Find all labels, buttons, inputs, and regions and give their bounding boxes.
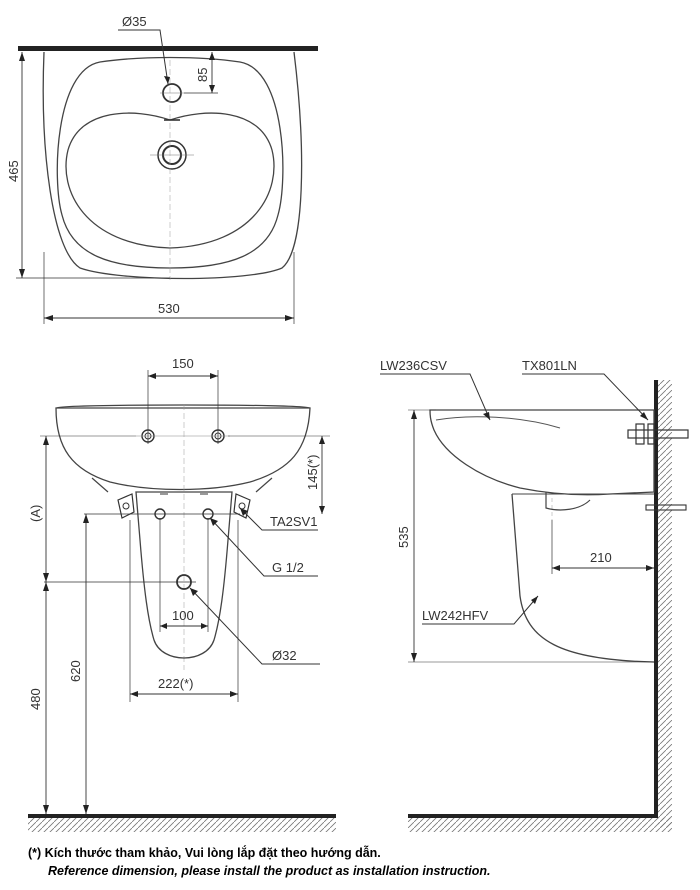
label-fitting-model: TX801LN xyxy=(522,358,577,373)
top-basin-bowl xyxy=(65,112,275,249)
footnote-vietnamese: (*) Kích thước tham khảo, Vui lòng lắp đ… xyxy=(28,846,381,860)
label-side-offset: 210 xyxy=(590,550,612,565)
top-basin-outer xyxy=(42,51,303,280)
footnote-english: Reference dimension, please install the … xyxy=(48,864,491,878)
label-depth: 465 xyxy=(6,160,21,182)
label-drain-height: 620 xyxy=(68,660,83,682)
label-hole-diameter: Ø35 xyxy=(122,14,147,29)
label-side-height: 535 xyxy=(396,526,411,548)
label-bracket: TA2SV1 xyxy=(270,514,317,529)
label-height-above-drain: 145(*) xyxy=(305,455,320,490)
side-view: 535 210 LW236CSV TX801LN LW242HFV xyxy=(380,358,689,832)
side-floor xyxy=(408,814,658,818)
front-pedestal xyxy=(135,491,233,659)
label-thread: G 1/2 xyxy=(272,560,304,575)
label-pedestal-model: LW242HFV xyxy=(422,608,489,623)
label-pedestal-width: 222(*) xyxy=(158,676,193,691)
top-wall xyxy=(18,46,318,51)
label-width: 530 xyxy=(158,301,180,316)
side-basin xyxy=(429,409,655,496)
label-drain-diameter: Ø32 xyxy=(272,648,297,663)
top-view: Ø35 85 465 530 xyxy=(6,14,318,324)
label-inner-spacing: 100 xyxy=(172,608,194,623)
front-floor xyxy=(28,814,336,818)
front-view: 150 145(*) (A) 480 620 xyxy=(28,356,336,832)
front-basin xyxy=(55,407,311,491)
top-basin-rim xyxy=(56,56,284,269)
label-hole-spacing: 150 xyxy=(172,356,194,371)
side-wall xyxy=(654,380,658,818)
side-pedestal xyxy=(511,493,655,663)
label-basin-model: LW236CSV xyxy=(380,358,447,373)
label-floor-height: 480 xyxy=(28,688,43,710)
label-hole-offset: 85 xyxy=(195,68,210,82)
wall-fitting xyxy=(627,423,689,445)
label-mount-height: (A) xyxy=(28,505,43,522)
